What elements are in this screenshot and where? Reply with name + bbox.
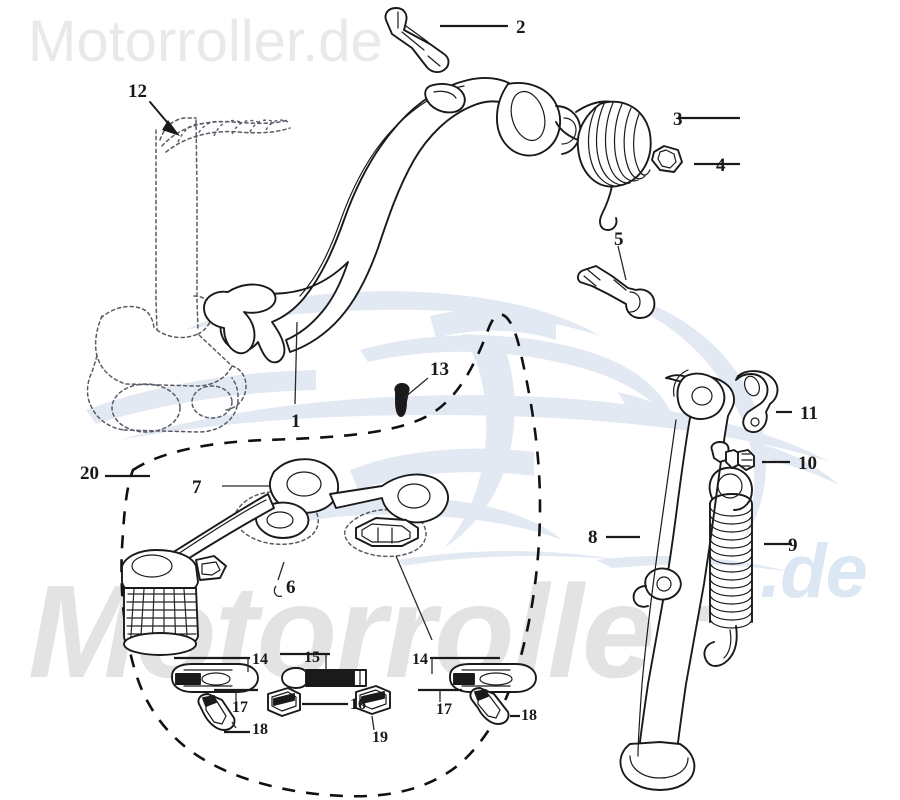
callout-17-left[interactable]: 17 xyxy=(232,699,248,716)
callout-14-right[interactable]: 14 xyxy=(412,651,428,668)
callout-4[interactable]: 4 xyxy=(716,155,726,176)
side-stand-spring-part-9 xyxy=(703,466,792,667)
callout-3[interactable]: 3 xyxy=(673,109,683,130)
callout-18-left[interactable]: 18 xyxy=(252,721,268,738)
screw-part-13 xyxy=(394,377,429,417)
rubber-foot-part-18-left xyxy=(197,693,250,734)
side-stand-bracket-part-11 xyxy=(735,370,792,434)
kickstarter-lever-part-1 xyxy=(203,77,582,405)
callout-10[interactable]: 10 xyxy=(798,453,817,474)
watermark-top-text: Motorroller.de xyxy=(28,9,383,74)
pivot-bolt-part-5 xyxy=(576,245,656,319)
callout-13[interactable]: 13 xyxy=(430,359,449,380)
small-hardware-parts xyxy=(171,652,537,734)
centre-stand-assembly-dashed-outline xyxy=(120,313,542,798)
bush-part-17-left xyxy=(214,688,258,702)
callout-14-left[interactable]: 14 xyxy=(252,651,268,668)
rubber-foot-part-18-right xyxy=(469,687,520,725)
centre-stand-arm-part-6 xyxy=(121,458,449,656)
callout-1[interactable]: 1 xyxy=(291,411,301,432)
callout-11[interactable]: 11 xyxy=(800,403,818,424)
callout-8[interactable]: 8 xyxy=(588,527,598,548)
callout-18-right[interactable]: 18 xyxy=(521,707,537,724)
callout-7[interactable]: 7 xyxy=(192,477,202,498)
bush-part-19 xyxy=(355,685,391,731)
callout-19[interactable]: 19 xyxy=(372,729,388,746)
kickstarter-grip-leader-12 xyxy=(149,101,180,136)
callout-17-right[interactable]: 17 xyxy=(436,701,452,718)
callout-20[interactable]: 20 xyxy=(80,463,99,484)
callout-16[interactable]: 16 xyxy=(350,696,366,713)
callout-9[interactable]: 9 xyxy=(788,535,798,556)
kickstarter-bolt-part-2 xyxy=(384,7,508,74)
callout-15[interactable]: 15 xyxy=(304,649,320,666)
callout-12[interactable]: 12 xyxy=(128,81,147,102)
stand-tube-right-part-14 xyxy=(430,656,537,693)
callout-6[interactable]: 6 xyxy=(286,577,296,598)
side-stand-bolt-part-10 xyxy=(710,441,790,471)
bush-part-17-right xyxy=(418,688,462,702)
bush-part-16 xyxy=(267,687,348,717)
engine-case-ghost-outline xyxy=(86,117,291,433)
nut-part-4 xyxy=(651,145,740,173)
stand-axle-pin-part-15 xyxy=(280,652,367,689)
callout-5[interactable]: 5 xyxy=(614,229,624,250)
stand-tube-left-part-14 xyxy=(171,656,259,693)
side-stand-part-8 xyxy=(606,369,735,791)
kickstarter-return-spring-part-3 xyxy=(555,100,740,231)
callout-2[interactable]: 2 xyxy=(516,17,526,38)
